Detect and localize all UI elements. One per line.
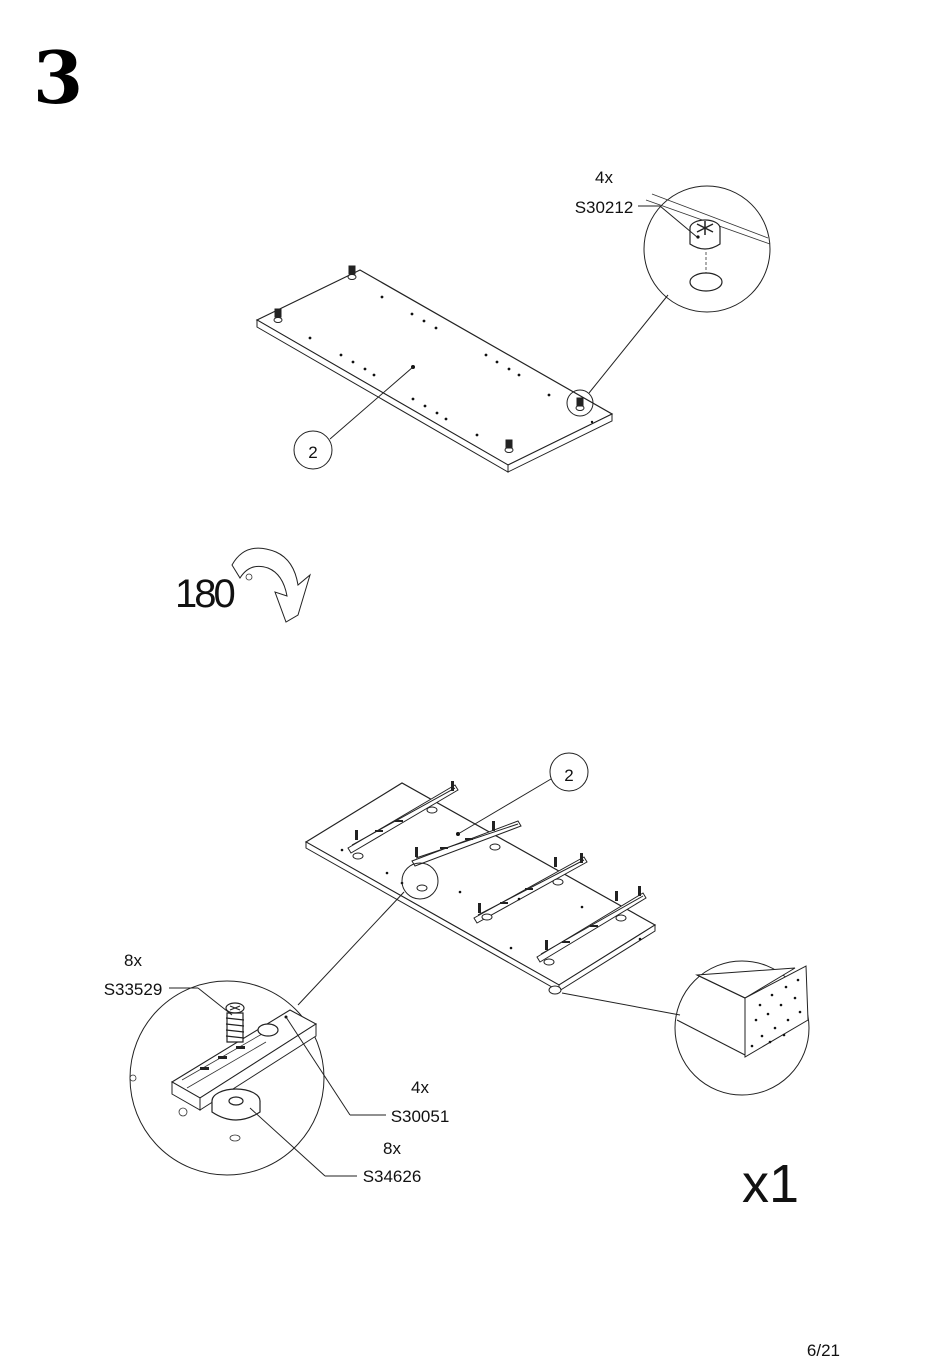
edge-zoom — [675, 961, 809, 1095]
step-number: 3 — [33, 35, 83, 120]
bottom-part-number: 2 — [564, 766, 573, 785]
callout-qty-2: 4x — [411, 1078, 429, 1097]
callout-qty-1: 8x — [124, 951, 142, 970]
rotate-arrow-icon — [232, 548, 310, 622]
top-callout-code: S30212 — [575, 198, 634, 217]
callout-code-2: S30051 — [391, 1107, 450, 1126]
quantity-label: x1 — [742, 1154, 799, 1214]
rotation-angle: 180 — [175, 572, 234, 616]
cam-lock-zoom — [638, 186, 770, 312]
callout-code-3: S34626 — [363, 1167, 422, 1186]
top-panel-drawing — [257, 266, 668, 472]
runner-zoom — [130, 981, 386, 1176]
callout-qty-3: 8x — [383, 1139, 401, 1158]
callout-code-1: S33529 — [104, 980, 163, 999]
top-callout-qty: 4x — [595, 168, 613, 187]
bottom-panel-drawing — [298, 753, 680, 1015]
top-part-number: 2 — [308, 443, 317, 462]
page-number: 6/21 — [807, 1341, 840, 1359]
degree-symbol — [246, 574, 252, 580]
